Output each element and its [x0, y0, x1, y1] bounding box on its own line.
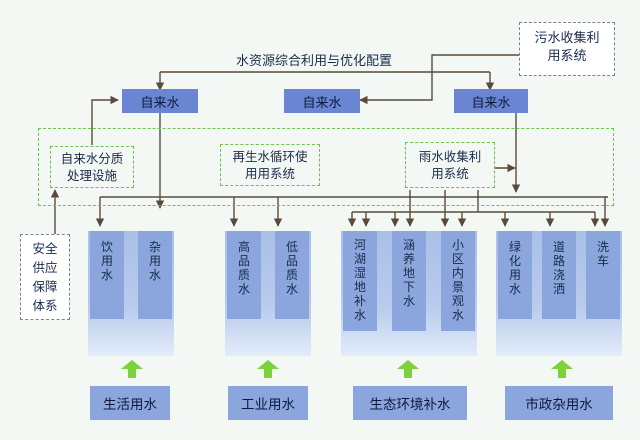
source-2: 自来水 — [284, 89, 360, 113]
treatment-zone — [38, 128, 614, 206]
up-arrow-icon — [551, 360, 573, 378]
use-label: 杂用水 — [148, 240, 161, 282]
category-ecological: 生态环境补水 — [353, 386, 467, 420]
facility-reclaimed-water: 再生水循环使用用系统 — [220, 144, 320, 186]
category-industrial: 工业用水 — [228, 386, 308, 420]
use-label: 涵养地下水 — [402, 238, 415, 308]
sewage-system-box: 污水收集利用系统 — [519, 22, 615, 76]
use-column-low-quality — [275, 231, 309, 319]
use-label: 河湖湿地补水 — [353, 238, 366, 322]
category-domestic: 生活用水 — [90, 386, 170, 420]
source-3: 自来水 — [454, 89, 528, 113]
category-label: 市政杂用水 — [525, 397, 593, 413]
use-column-wetland — [343, 231, 377, 331]
facility-tap-water-treatment: 自来水分质处理设施 — [50, 146, 134, 188]
diagram-title: 水资源综合利用与优化配置 — [236, 54, 393, 69]
use-label: 饮用水 — [100, 240, 113, 282]
facility-label: 再生水循环使用用系统 — [232, 149, 308, 181]
source-1: 自来水 — [122, 89, 198, 113]
category-municipal: 市政杂用水 — [505, 386, 613, 420]
use-label: 洗车 — [596, 240, 609, 268]
use-column-greening — [498, 231, 532, 319]
use-label: 绿化用水 — [508, 240, 521, 296]
source-label: 自来水 — [302, 95, 342, 111]
facility-rainwater: 雨水收集利用系统 — [405, 142, 495, 188]
use-column-landscape — [441, 231, 475, 331]
source-label: 自来水 — [140, 95, 180, 111]
use-column-car-wash — [586, 231, 620, 319]
use-label: 小区内景观水 — [451, 238, 464, 322]
up-arrow-icon — [257, 360, 279, 378]
sewage-system-label: 污水收集利用系统 — [534, 31, 600, 64]
use-column-groundwater — [392, 231, 426, 331]
use-column-drinking — [90, 231, 124, 319]
use-column-high-quality — [227, 231, 261, 319]
category-label: 生态环境补水 — [369, 397, 451, 413]
category-label: 生活用水 — [103, 397, 157, 413]
use-column-misc — [138, 231, 172, 319]
safety-system-label: 安全供应保障体系 — [32, 241, 58, 313]
up-arrow-icon — [121, 360, 143, 378]
use-label: 道路浇洒 — [552, 240, 565, 296]
category-label: 工业用水 — [241, 397, 295, 413]
use-label: 低品质水 — [285, 240, 298, 296]
facility-label: 雨水收集利用系统 — [418, 149, 482, 181]
use-label: 高品质水 — [237, 240, 250, 296]
up-arrow-icon — [397, 360, 419, 378]
use-column-road-spraying — [542, 231, 576, 319]
facility-label: 自来水分质处理设施 — [60, 151, 124, 183]
source-label: 自来水 — [471, 95, 511, 111]
safety-system-box: 安全供应保障体系 — [20, 234, 70, 320]
